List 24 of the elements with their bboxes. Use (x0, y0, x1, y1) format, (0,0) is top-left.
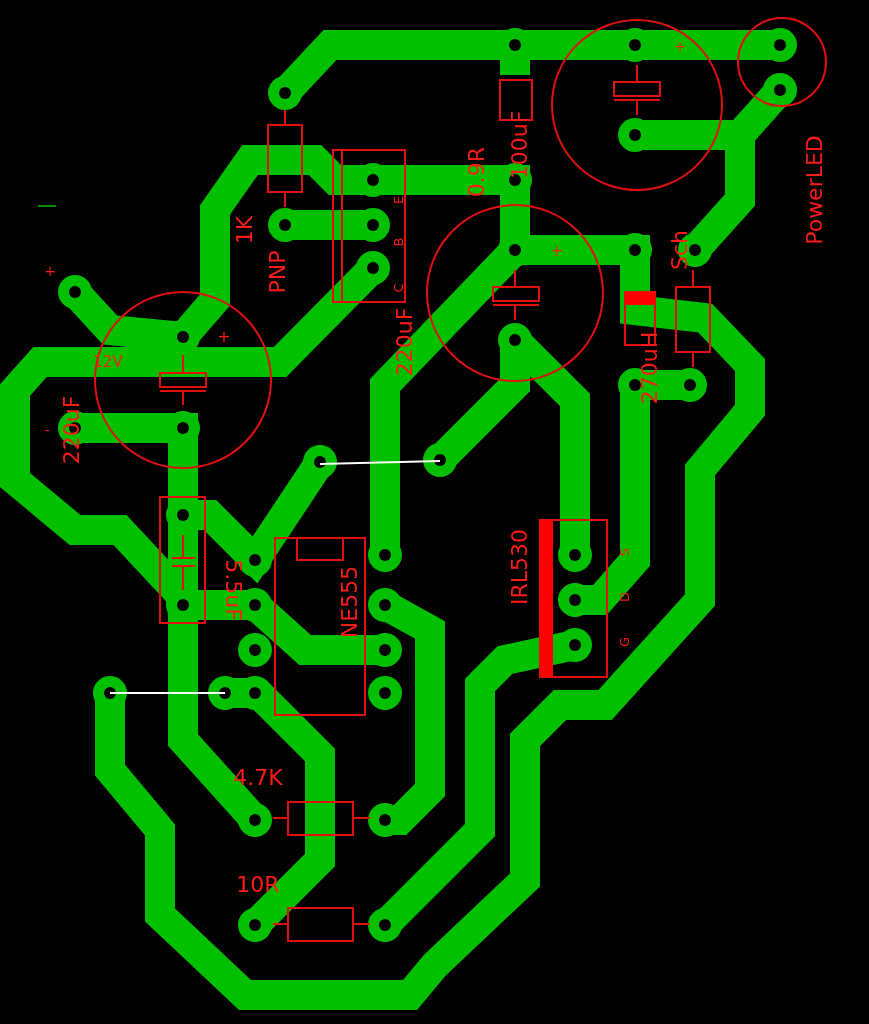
polarity-mark: + (550, 243, 564, 259)
pin-label: D (617, 592, 631, 602)
component-value: 220uF (61, 395, 83, 465)
component-label: Sch (669, 230, 691, 270)
polarity-mark: + (674, 39, 686, 53)
pin-label: B (391, 237, 405, 247)
component-value: 5.5uF (222, 559, 244, 621)
pin-label: G (617, 636, 631, 648)
pin-label: S (617, 547, 631, 557)
component-value: 1K (234, 215, 256, 245)
component-value: 4.7K (233, 767, 283, 789)
component-label: NE555 (339, 565, 361, 639)
polarity-mark: - (44, 423, 50, 437)
pin-label: C (391, 283, 405, 293)
component-label: PNP (267, 250, 289, 294)
polarity-mark: + (44, 264, 56, 278)
pin-label: E (391, 195, 405, 205)
component-value: 0.9R (466, 146, 488, 198)
component-value: 270uH (639, 331, 661, 405)
component-value: 100uF (509, 110, 531, 180)
component-label: IRL530 (509, 529, 531, 605)
component-value: 220uF (394, 307, 416, 377)
component-label: PowerLED (804, 135, 826, 245)
polarity-mark: + (217, 329, 231, 345)
